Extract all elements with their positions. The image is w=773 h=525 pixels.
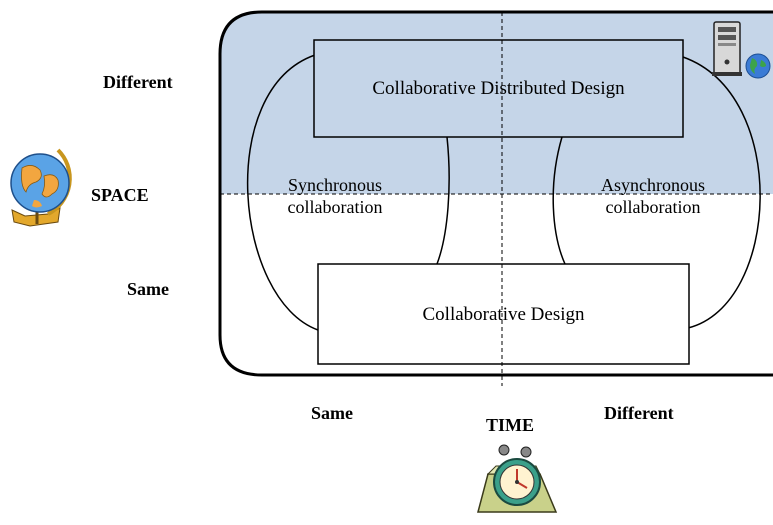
globe-icon <box>10 148 72 227</box>
synchronous-outer-arc <box>246 54 319 331</box>
synchronous-line-2: collaboration <box>287 197 383 217</box>
collaborative-design-box <box>317 263 690 365</box>
time-different-label: Different <box>604 403 674 423</box>
collaborative-design-label: Collaborative Design <box>422 304 585 325</box>
space-axis-title: SPACE <box>91 185 149 205</box>
space-same-label: Same <box>127 279 169 299</box>
asynchronous-outer-arc <box>682 56 761 329</box>
asynchronous-inner-arc <box>552 136 566 265</box>
collaborative-distributed-design-box <box>313 39 684 138</box>
synchronous-line-1: Synchronous <box>288 175 382 195</box>
asynchronous-line-1: Asynchronous <box>601 175 705 195</box>
asynchronous-line-2: collaboration <box>605 197 701 217</box>
alarm-clock-icon <box>477 444 558 513</box>
time-axis-title: TIME <box>486 415 535 435</box>
collaborative-distributed-design-label: Collaborative Distributed Design <box>372 78 625 99</box>
space-different-label: Different <box>103 72 173 92</box>
synchronous-inner-arc <box>436 136 450 265</box>
time-same-label: Same <box>311 403 353 423</box>
synchronous-collaboration-label: Synchronous collaboration <box>270 174 400 218</box>
asynchronous-collaboration-label: Asynchronous collaboration <box>583 174 723 218</box>
computer-server-icon <box>712 21 771 79</box>
